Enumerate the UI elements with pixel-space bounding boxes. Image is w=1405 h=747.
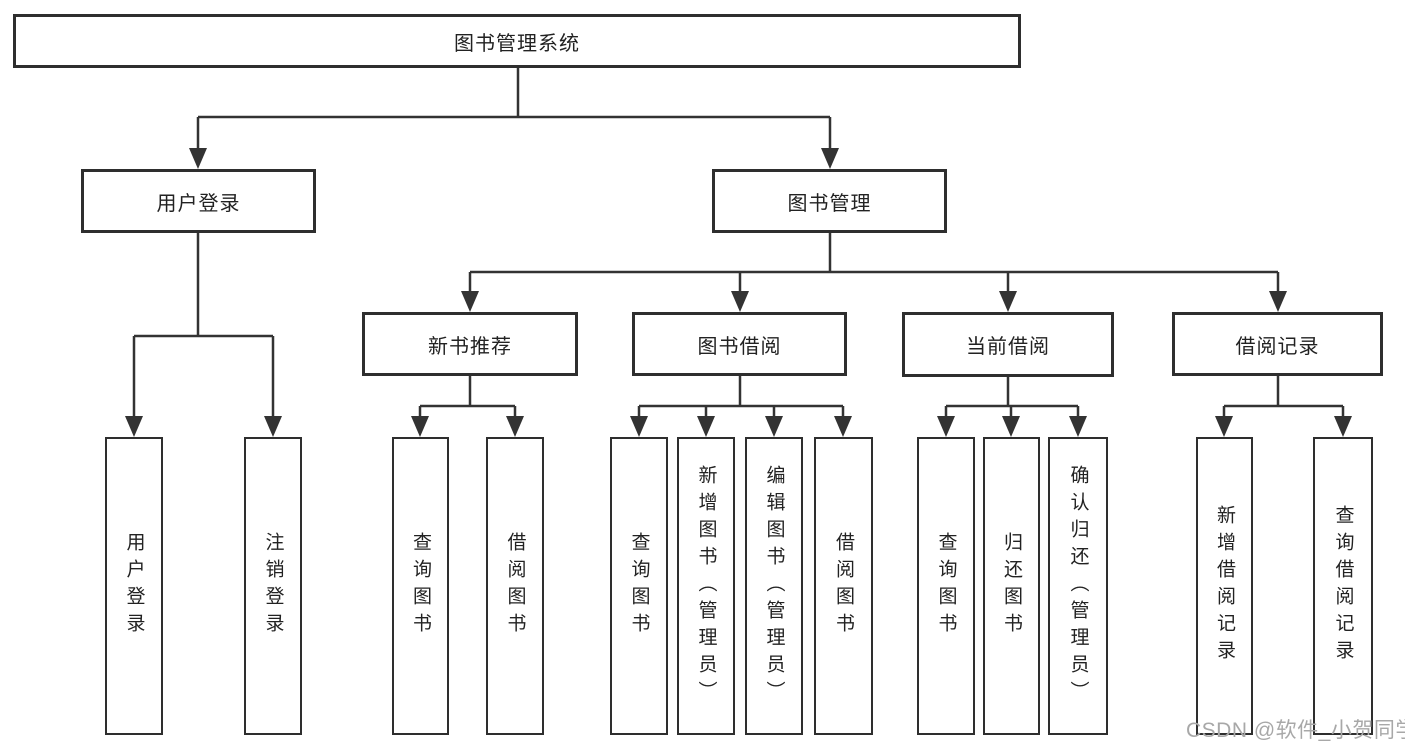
leaf-add-borrow-record-label: 新增借阅记录 [1214, 505, 1235, 667]
connector-root-to-level2 [189, 68, 839, 169]
node-borrow-records: 借阅记录 [1172, 312, 1383, 376]
connector-user-login-children [125, 233, 282, 437]
node-current-borrowing-label: 当前借阅 [966, 336, 1050, 358]
node-user-login-label: 用户登录 [156, 192, 241, 215]
connector-book-borrowing-children [630, 376, 852, 437]
leaf-query-books-recommend: 查询图书 [392, 437, 449, 735]
leaf-borrow-books-recommend-label: 借阅图书 [504, 532, 526, 640]
node-book-borrowing-label: 图书借阅 [697, 335, 782, 358]
leaf-query-books-recommend-label: 查询图书 [410, 532, 431, 640]
leaf-add-book-admin: 新增图书（管理员） [677, 437, 735, 735]
leaf-confirm-return-admin: 确认归还（管理员） [1048, 437, 1108, 735]
leaf-edit-book-admin-label: 编辑图书（管理员） [763, 464, 785, 708]
leaf-logout-label: 注销登录 [262, 532, 284, 640]
leaf-logout: 注销登录 [244, 437, 302, 735]
leaf-query-borrow-record: 查询借阅记录 [1313, 437, 1373, 735]
leaf-add-borrow-record: 新增借阅记录 [1196, 437, 1253, 735]
leaf-borrow-books-borrowing-label: 借阅图书 [833, 532, 854, 640]
leaf-user-login-label: 用户登录 [123, 532, 145, 640]
node-library-system: 图书管理系统 [13, 14, 1021, 68]
leaf-edit-book-admin: 编辑图书（管理员） [745, 437, 803, 735]
leaf-query-books-borrowing-label: 查询图书 [628, 532, 650, 640]
watermark: CSDN @软件_小贺同学 [1186, 719, 1405, 742]
node-book-management-label: 图书管理 [787, 192, 872, 215]
leaf-user-login: 用户登录 [105, 437, 163, 735]
node-library-system-label: 图书管理系统 [454, 32, 580, 55]
node-current-borrowing: 当前借阅 [902, 312, 1114, 377]
leaf-return-books-label: 归还图书 [1001, 532, 1022, 640]
leaf-borrow-books-recommend: 借阅图书 [486, 437, 544, 735]
leaf-borrow-books-borrowing: 借阅图书 [814, 437, 873, 735]
node-book-borrowing: 图书借阅 [632, 312, 847, 376]
connector-book-management-children [461, 233, 1287, 312]
leaf-query-books-borrowing: 查询图书 [610, 437, 668, 735]
connector-borrow-records-children [1215, 376, 1352, 437]
leaf-query-books-current: 查询图书 [917, 437, 975, 735]
connector-current-borrowing-children [937, 377, 1087, 437]
leaf-confirm-return-admin-label: 确认归还（管理员） [1067, 464, 1089, 708]
node-new-book-recommend: 新书推荐 [362, 312, 578, 376]
leaf-query-borrow-record-label: 查询借阅记录 [1332, 505, 1354, 667]
node-user-login: 用户登录 [81, 169, 316, 233]
leaf-add-book-admin-label: 新增图书（管理员） [695, 464, 717, 708]
node-borrow-records-label: 借阅记录 [1235, 335, 1320, 358]
node-new-book-recommend-label: 新书推荐 [428, 335, 512, 358]
leaf-query-books-current-label: 查询图书 [935, 532, 957, 640]
node-book-management: 图书管理 [712, 169, 947, 233]
leaf-return-books: 归还图书 [983, 437, 1040, 735]
connector-new-book-recommend-children [411, 376, 524, 437]
